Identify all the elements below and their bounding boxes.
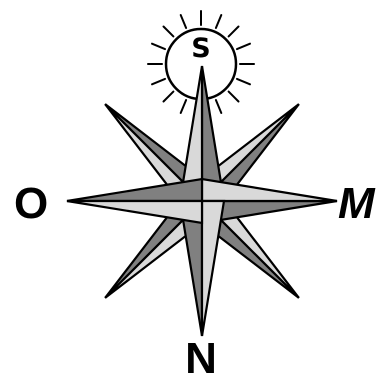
compass-rose-icon xyxy=(67,66,337,336)
compass-point-o xyxy=(67,179,202,223)
label-n: N xyxy=(185,334,217,382)
sun-ray xyxy=(216,100,221,113)
label-m: M xyxy=(338,179,376,228)
sun-ray xyxy=(229,92,239,102)
sun-ray xyxy=(152,79,165,84)
sun-ray xyxy=(164,27,174,37)
sun-ray xyxy=(216,15,221,28)
label-s: S xyxy=(191,33,210,64)
light-facet xyxy=(202,179,337,201)
sun-ray xyxy=(164,92,174,102)
light-facet xyxy=(202,201,224,336)
sun-ray xyxy=(237,44,250,49)
sun-ray xyxy=(181,100,186,113)
sun-ray xyxy=(229,27,239,37)
light-facet xyxy=(67,201,202,223)
sun-ray xyxy=(152,44,165,49)
sun-ray xyxy=(181,15,186,28)
dark-facet xyxy=(67,179,202,201)
sun-ray xyxy=(237,79,250,84)
label-o: O xyxy=(14,179,48,228)
